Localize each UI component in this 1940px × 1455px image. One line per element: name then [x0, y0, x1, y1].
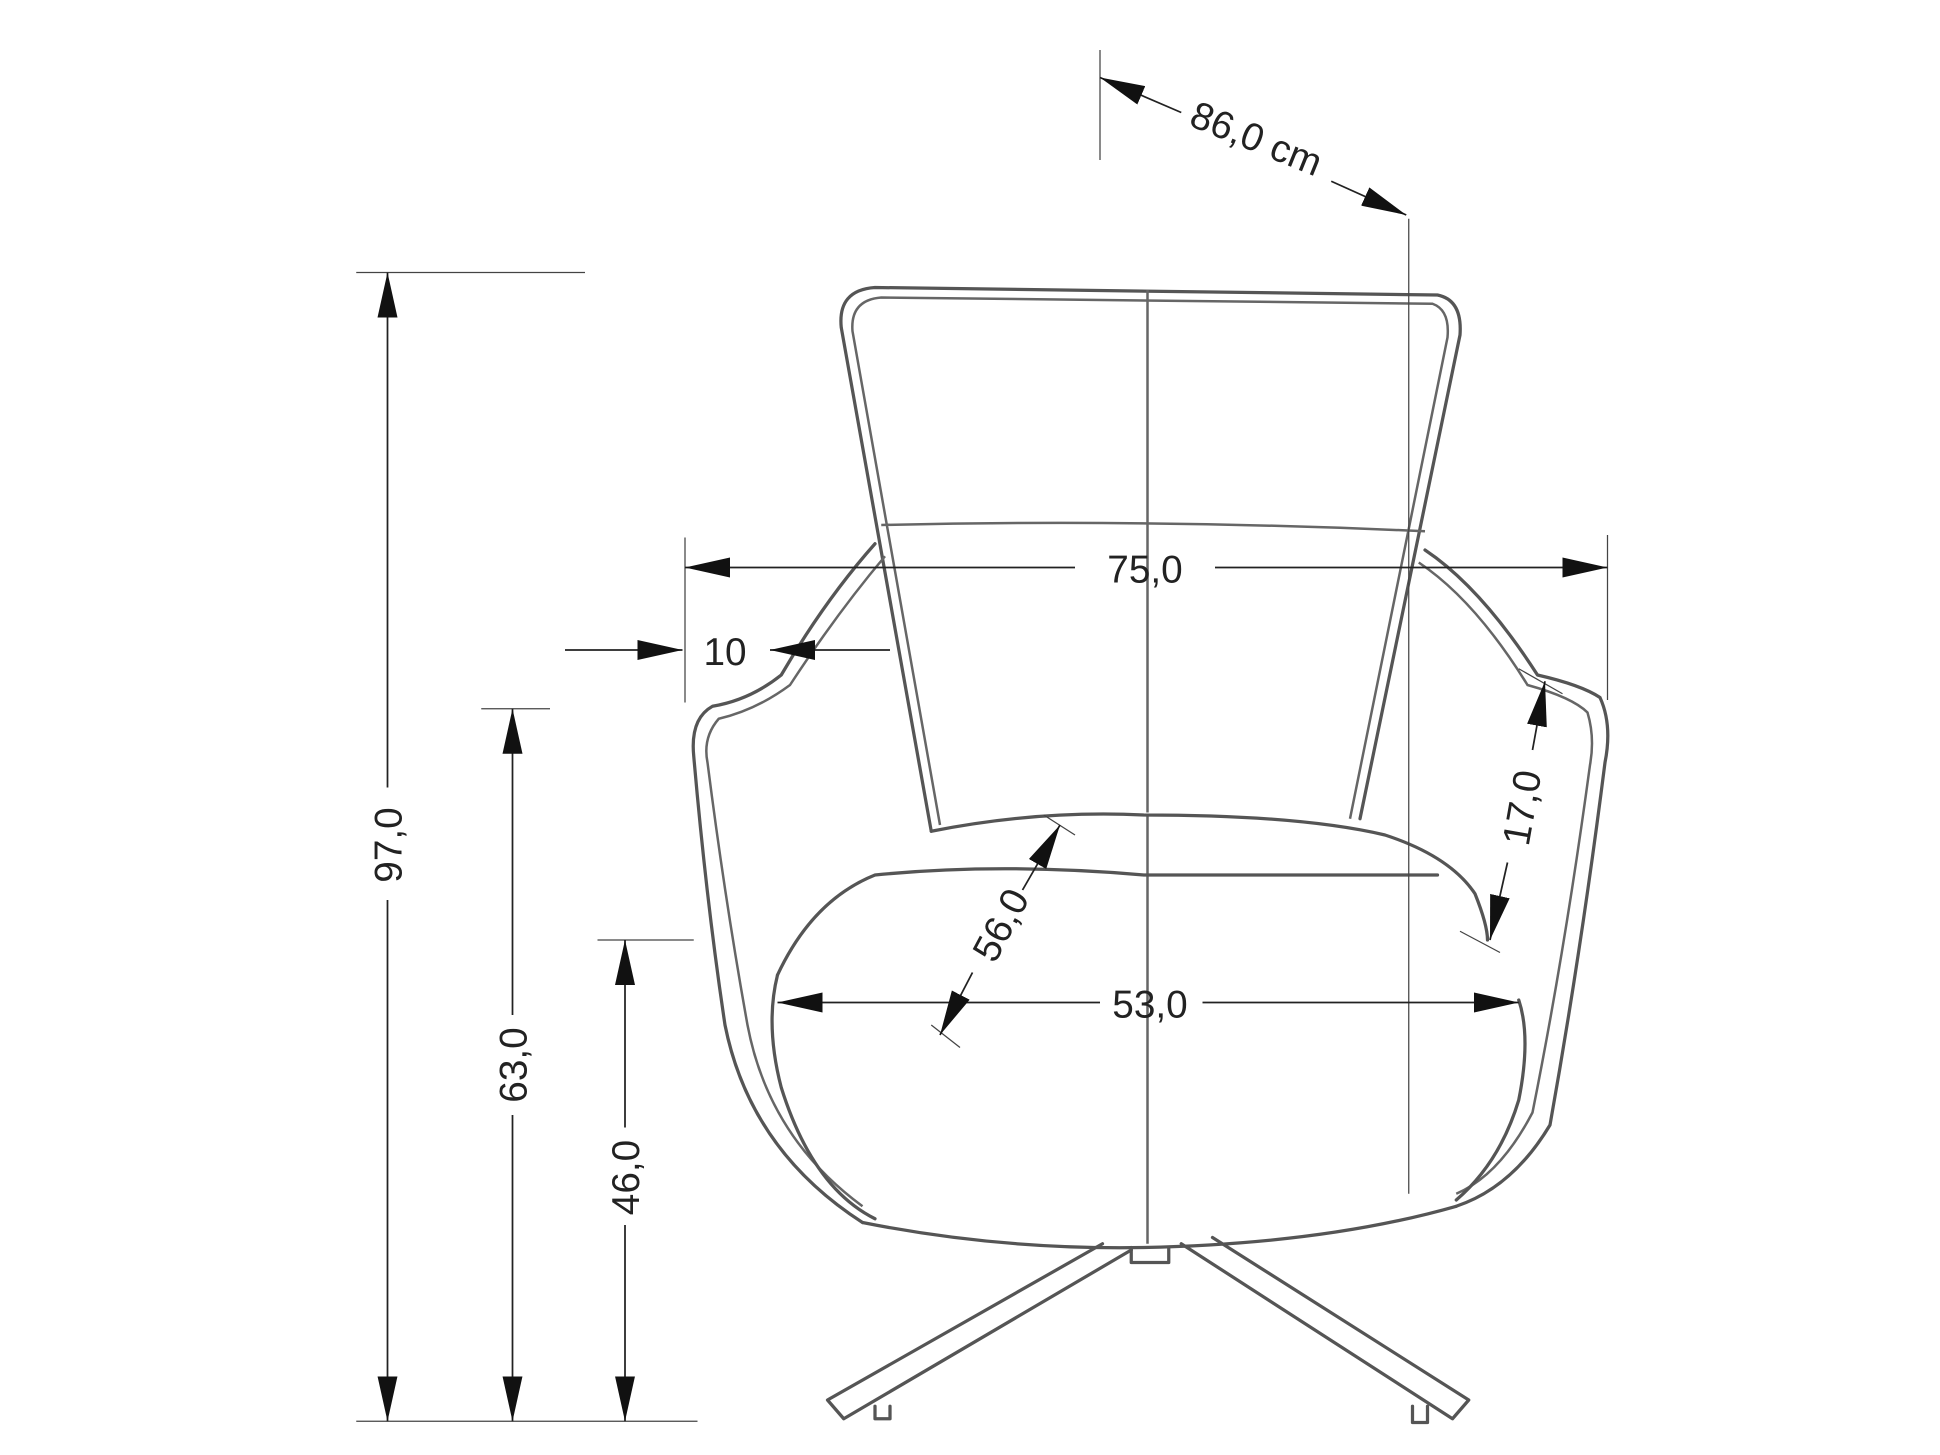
chair-drawing	[691, 285, 1610, 1425]
arm-rise-label: 17,0	[1495, 767, 1550, 849]
backrest-seam	[881, 521, 1426, 533]
right-arm	[1423, 548, 1610, 1208]
backrest-outline	[839, 285, 1462, 833]
width-label: 75,0	[1107, 549, 1182, 592]
backrest-inner-edge	[851, 296, 1450, 826]
left-arm-inner	[705, 555, 886, 1208]
seat-depth-label: 56,0	[965, 882, 1038, 969]
depth-label: 86,0 cm	[1184, 93, 1328, 185]
seat-cushion-front	[775, 867, 1440, 977]
arm-height-label: 63,0	[492, 1027, 535, 1102]
dimension-lines	[356, 50, 1609, 1422]
total-height-label: 97,0	[367, 807, 410, 882]
seat-height-label: 46,0	[605, 1140, 648, 1215]
leg-back	[873, 1245, 1430, 1425]
leg-right	[1179, 1235, 1471, 1421]
leg-left	[825, 1242, 1133, 1421]
right-arm-inner	[1418, 561, 1594, 1195]
seat-cushion-top	[929, 812, 1490, 942]
arm-offset-label: 10	[703, 631, 746, 674]
seat-bottom	[860, 1204, 1458, 1250]
inner-shell	[770, 973, 1527, 1221]
seat-width-label: 53,0	[1112, 984, 1187, 1027]
